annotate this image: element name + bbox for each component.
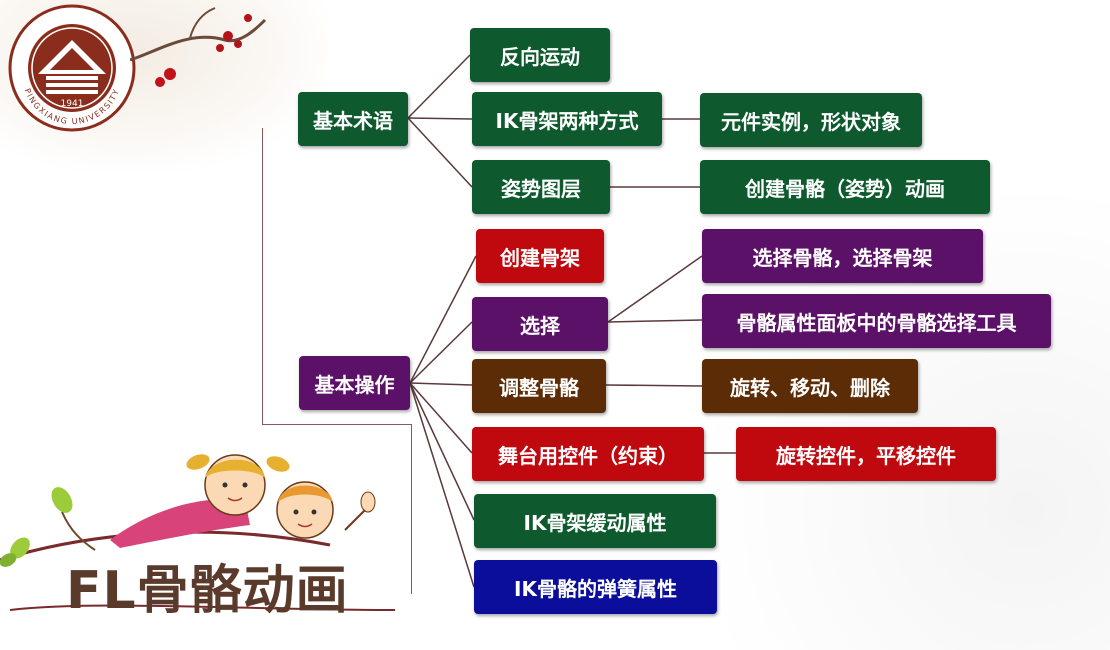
node-adjust-bone: 调整骨骼 [472, 359, 606, 413]
node-inverse-kinematics: 反向运动 [470, 28, 610, 82]
node-create-pose-animation: 创建骨骼（姿势）动画 [700, 160, 990, 214]
node-bone-select-tool: 骨骼属性面板中的骨骼选择工具 [702, 294, 1051, 348]
node-create-skeleton: 创建骨架 [476, 229, 604, 283]
node-rotate-pan-controls: 旋转控件，平移控件 [736, 427, 996, 481]
node-instance-shape: 元件实例，形状对象 [700, 93, 922, 147]
node-ik-spring: IK骨骼的弹簧属性 [474, 560, 717, 614]
page-title: FL骨骼动画 [66, 548, 349, 623]
node-pose-layer: 姿势图层 [472, 160, 610, 214]
node-basic-terms: 基本术语 [298, 92, 408, 146]
node-ik-easing: IK骨架缓动属性 [474, 494, 716, 548]
node-select: 选择 [472, 297, 608, 351]
node-stage-controls: 舞台用控件（约束） [472, 427, 704, 481]
node-select-bone: 选择骨骼，选择骨架 [702, 229, 983, 283]
node-rotate-move-delete: 旋转、移动、删除 [702, 359, 918, 413]
node-basic-operations: 基本操作 [299, 356, 410, 410]
node-ik-two-ways: IK骨架两种方式 [472, 92, 662, 146]
